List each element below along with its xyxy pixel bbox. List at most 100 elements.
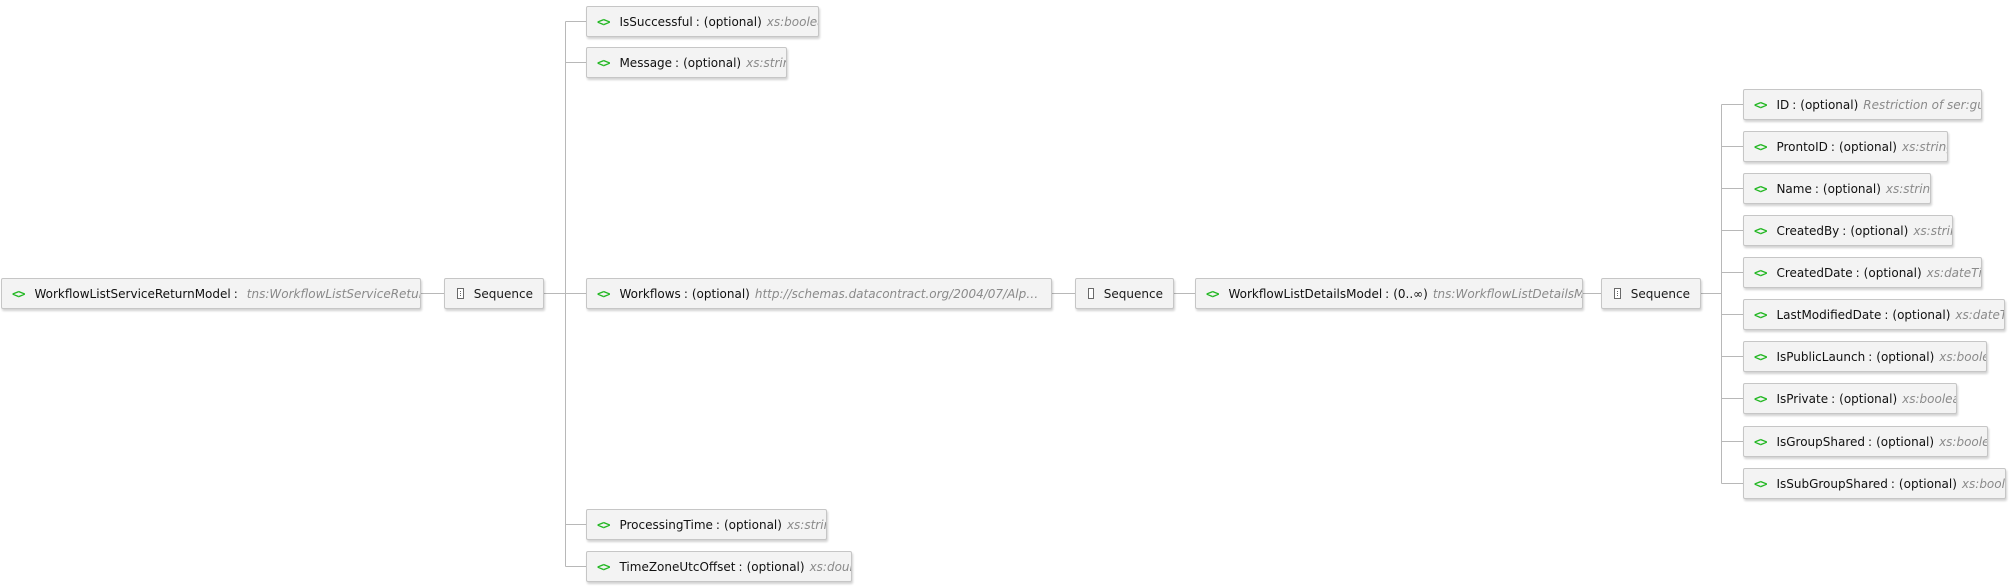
element-icon: <>	[1206, 286, 1219, 301]
name-separator: :	[233, 286, 238, 301]
element-icon: <>	[1754, 434, 1767, 449]
element-type: tns:WorkflowListDetailsModel	[1432, 286, 1583, 301]
name-separator: :	[1884, 307, 1889, 322]
element-name: CreatedBy	[1776, 223, 1840, 238]
element-icon: <>	[1754, 307, 1767, 322]
sequence-label: Sequence	[1103, 286, 1163, 301]
element-node-name[interactable]: <> Name : (optional) xs:string	[1743, 173, 1931, 204]
element-node-created-date[interactable]: <> CreatedDate : (optional) xs:dateTime	[1743, 257, 1982, 288]
element-name: IsGroupShared	[1776, 434, 1866, 449]
element-node-time-zone-utc-offset[interactable]: <> TimeZoneUtcOffset : (optional) xs:dou…	[586, 551, 852, 582]
element-type: xs:string	[1885, 181, 1931, 196]
element-type: xs:boolean	[766, 14, 818, 29]
sequence-icon	[1088, 288, 1094, 299]
element-type: xs:boolean	[1902, 391, 1956, 406]
element-type: xs:string	[1913, 223, 1952, 238]
element-node-is-sub-group-shared[interactable]: <> IsSubGroupShared : (optional) xs:bool…	[1743, 468, 2006, 499]
element-node-created-by[interactable]: <> CreatedBy : (optional) xs:string	[1743, 215, 1953, 246]
element-occurs: (optional)	[1876, 434, 1935, 449]
element-name: Workflows	[619, 286, 681, 301]
name-separator: :	[1792, 97, 1797, 112]
element-type: xs:string	[1901, 139, 1947, 154]
element-node-pronto-id[interactable]: <> ProntoID : (optional) xs:string	[1743, 131, 1948, 162]
name-separator: :	[1855, 265, 1860, 280]
element-node-is-public-launch[interactable]: <> IsPublicLaunch : (optional) xs:boolea…	[1743, 341, 1987, 372]
element-type: xs:double	[809, 559, 851, 574]
element-node-workflows[interactable]: <> Workflows : (optional) http://schemas…	[586, 278, 1052, 309]
element-occurs: (optional)	[1800, 97, 1859, 112]
element-icon: <>	[1754, 223, 1767, 238]
element-node-is-private[interactable]: <> IsPrivate : (optional) xs:boolean	[1743, 383, 1957, 414]
element-node-is-successful[interactable]: <> IsSuccessful : (optional) xs:boolean	[586, 6, 819, 37]
element-type: xs:string	[786, 517, 826, 532]
element-name: Message	[619, 55, 673, 70]
element-occurs: (optional)	[1892, 307, 1951, 322]
element-icon: <>	[1754, 265, 1767, 280]
element-name: IsPublicLaunch	[1776, 349, 1866, 364]
element-name: ID	[1776, 97, 1790, 112]
element-name: IsSuccessful	[619, 14, 693, 29]
element-node-last-modified-date[interactable]: <> LastModifiedDate : (optional) xs:date…	[1743, 299, 2005, 330]
element-name: Name	[1776, 181, 1812, 196]
element-type: tns:WorkflowListServiceReturnModel	[246, 286, 420, 301]
sequence-node-1[interactable]: Sequence	[444, 278, 544, 309]
name-separator: :	[695, 14, 700, 29]
element-node-processing-time[interactable]: <> ProcessingTime : (optional) xs:string	[586, 509, 827, 540]
element-occurs: (optional)	[746, 559, 805, 574]
element-name: IsPrivate	[1776, 391, 1829, 406]
element-name: CreatedDate	[1776, 265, 1853, 280]
element-icon: <>	[597, 517, 610, 532]
element-occurs: (optional)	[691, 286, 750, 301]
element-occurs: (0..∞)	[1393, 286, 1428, 301]
element-icon: <>	[597, 14, 610, 29]
element-type: http://schemas.datacontract.org/2004/07/…	[754, 286, 1041, 301]
name-separator: :	[1868, 349, 1873, 364]
element-icon: <>	[597, 286, 610, 301]
name-separator: :	[715, 517, 720, 532]
element-occurs: (optional)	[683, 55, 742, 70]
element-occurs: (optional)	[1876, 349, 1935, 364]
element-occurs: (optional)	[1822, 181, 1881, 196]
name-separator: :	[738, 559, 743, 574]
name-separator: :	[1890, 476, 1895, 491]
name-separator: :	[1842, 223, 1847, 238]
element-type: xs:boolean	[1939, 434, 1987, 449]
sequence-icon	[457, 288, 464, 299]
element-node-id[interactable]: <> ID : (optional) Restriction of ser:gu…	[1743, 89, 1982, 120]
element-type: xs:dateTime	[1955, 307, 2004, 322]
element-node-is-group-shared[interactable]: <> IsGroupShared : (optional) xs:boolean	[1743, 426, 1988, 457]
name-separator: :	[1814, 181, 1819, 196]
element-node-workflow-list-service-return-model[interactable]: <> WorkflowListServiceReturnModel : tns:…	[1, 278, 421, 309]
element-type: Restriction of ser:guid	[1863, 97, 1981, 112]
sequence-label: Sequence	[473, 286, 533, 301]
element-icon: <>	[1754, 391, 1767, 406]
element-name: WorkflowListServiceReturnModel	[34, 286, 231, 301]
element-name: IsSubGroupShared	[1776, 476, 1888, 491]
name-separator: :	[1868, 434, 1873, 449]
element-name: ProcessingTime	[619, 517, 713, 532]
element-name: LastModifiedDate	[1776, 307, 1882, 322]
element-icon: <>	[1754, 476, 1767, 491]
element-icon: <>	[597, 55, 610, 70]
element-occurs: (optional)	[1838, 139, 1897, 154]
element-type: xs:string	[746, 55, 786, 70]
sequence-node-3[interactable]: Sequence	[1601, 278, 1701, 309]
element-occurs: (optional)	[1850, 223, 1909, 238]
element-occurs: (optional)	[1839, 391, 1898, 406]
element-icon: <>	[1754, 349, 1767, 364]
element-icon: <>	[12, 286, 25, 301]
element-node-message[interactable]: <> Message : (optional) xs:string	[586, 47, 787, 78]
element-node-workflow-list-details-model[interactable]: <> WorkflowListDetailsModel : (0..∞) tns…	[1195, 278, 1583, 309]
element-occurs: (optional)	[723, 517, 782, 532]
sequence-node-2[interactable]: Sequence	[1075, 278, 1174, 309]
name-separator: :	[675, 55, 680, 70]
element-type: xs:dateTime	[1926, 265, 1982, 280]
name-separator: :	[683, 286, 688, 301]
element-name: ProntoID	[1776, 139, 1828, 154]
sequence-label: Sequence	[1630, 286, 1690, 301]
element-type: xs:boolean	[1961, 476, 2005, 491]
name-separator: :	[1385, 286, 1390, 301]
element-name: WorkflowListDetailsModel	[1228, 286, 1383, 301]
